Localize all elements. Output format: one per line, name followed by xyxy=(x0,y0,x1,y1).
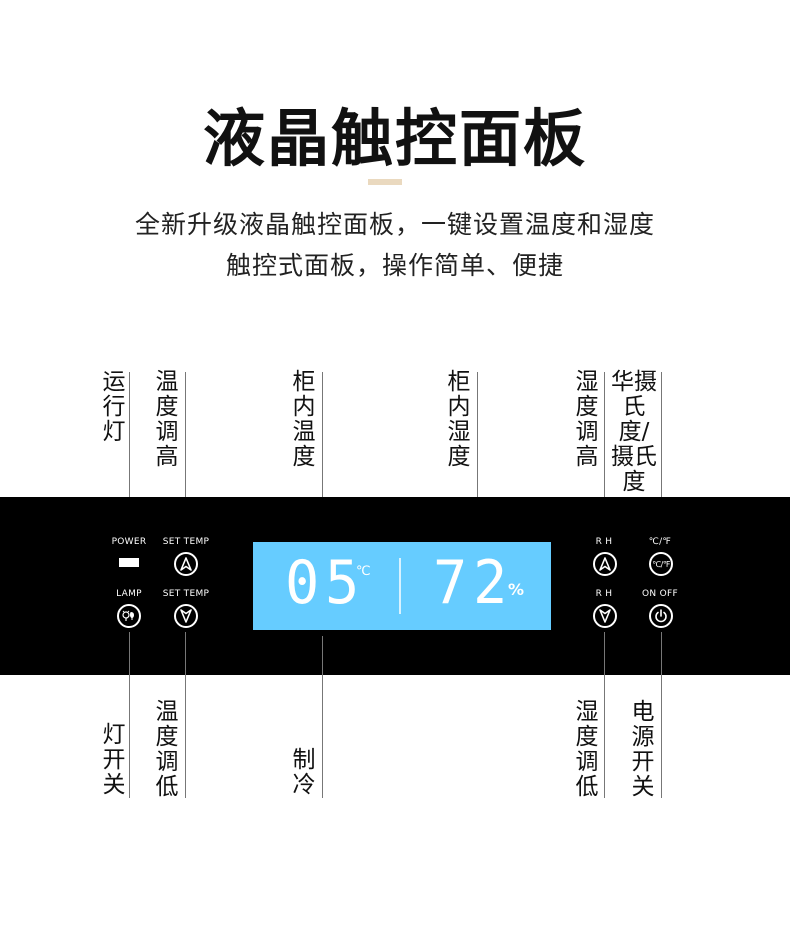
temperature-readout: 05 xyxy=(285,548,366,618)
leader-line-cabinet-temp xyxy=(322,372,323,534)
label-run-light: 运行灯 xyxy=(102,369,126,445)
label-temp-down: 温度调低 xyxy=(155,699,179,800)
humidity-unit: % xyxy=(508,580,525,599)
power-label: POWER xyxy=(111,537,147,547)
unit-switch-button-text: ℃/℉ xyxy=(652,559,670,569)
unit-switch-label: ℃/℉ xyxy=(648,537,672,547)
arrow-up-icon xyxy=(599,557,611,571)
lamp-icon xyxy=(122,610,134,621)
leader-line-temp-up xyxy=(185,372,186,530)
humidity-up-button[interactable] xyxy=(593,552,617,576)
power-icon xyxy=(655,609,667,623)
subtitle-line-1: 全新升级液晶触控面板，一键设置温度和湿度 xyxy=(134,210,655,239)
lcd-display: 05 ℃ 72 % xyxy=(253,542,551,630)
temp-up-button[interactable] xyxy=(174,552,198,576)
leader-line-unit-switch xyxy=(661,372,662,530)
leader-line-lamp-switch xyxy=(129,632,130,798)
humidity-readout: 72 xyxy=(433,548,514,618)
onoff-label: ON OFF xyxy=(642,589,678,599)
leader-line-run-light xyxy=(129,372,130,530)
label-cabinet-humidity: 柜内湿度 xyxy=(447,369,471,470)
rh-label-up: R H xyxy=(595,537,613,547)
lcd-divider xyxy=(399,558,401,614)
arrow-down-icon xyxy=(599,609,611,623)
page-title: 液晶触控面板 xyxy=(202,102,587,175)
leader-line-cabinet-humidity xyxy=(477,372,478,534)
power-indicator-light xyxy=(119,558,139,567)
subtitle-line-2: 触控式面板，操作简单、便捷 xyxy=(225,251,564,280)
leader-line-temp-down xyxy=(185,632,186,798)
temperature-unit: ℃ xyxy=(356,564,371,579)
label-humidity-up: 湿度调高 xyxy=(575,369,599,470)
leader-line-humidity-up xyxy=(604,372,605,530)
set-temp-label-down: SET TEMP xyxy=(162,589,210,599)
leader-line-power-switch xyxy=(661,632,662,798)
temp-down-button[interactable] xyxy=(174,604,198,628)
label-cabinet-temp: 柜内温度 xyxy=(292,369,316,470)
label-temp-up: 温度调高 xyxy=(155,369,179,470)
label-power-switch: 电源开关 xyxy=(631,699,655,800)
title-underline xyxy=(368,179,402,185)
arrow-down-icon xyxy=(180,609,192,623)
unit-switch-button[interactable]: ℃/℉ xyxy=(649,552,673,576)
label-lamp-switch: 灯开关 xyxy=(102,722,126,798)
label-unit-switch: 华摄氏度/摄氏度 xyxy=(611,369,657,495)
humidity-down-button[interactable] xyxy=(593,604,617,628)
leader-line-humidity-down xyxy=(604,632,605,798)
label-cooling: 制冷 xyxy=(292,747,316,798)
leader-line-cooling xyxy=(322,636,323,798)
rh-label-down: R H xyxy=(595,589,613,599)
label-humidity-down: 湿度调低 xyxy=(575,699,599,800)
power-button[interactable] xyxy=(649,604,673,628)
lamp-button[interactable] xyxy=(117,604,141,628)
lamp-label: LAMP xyxy=(116,589,142,599)
set-temp-label-up: SET TEMP xyxy=(162,537,210,547)
arrow-up-icon xyxy=(180,557,192,571)
